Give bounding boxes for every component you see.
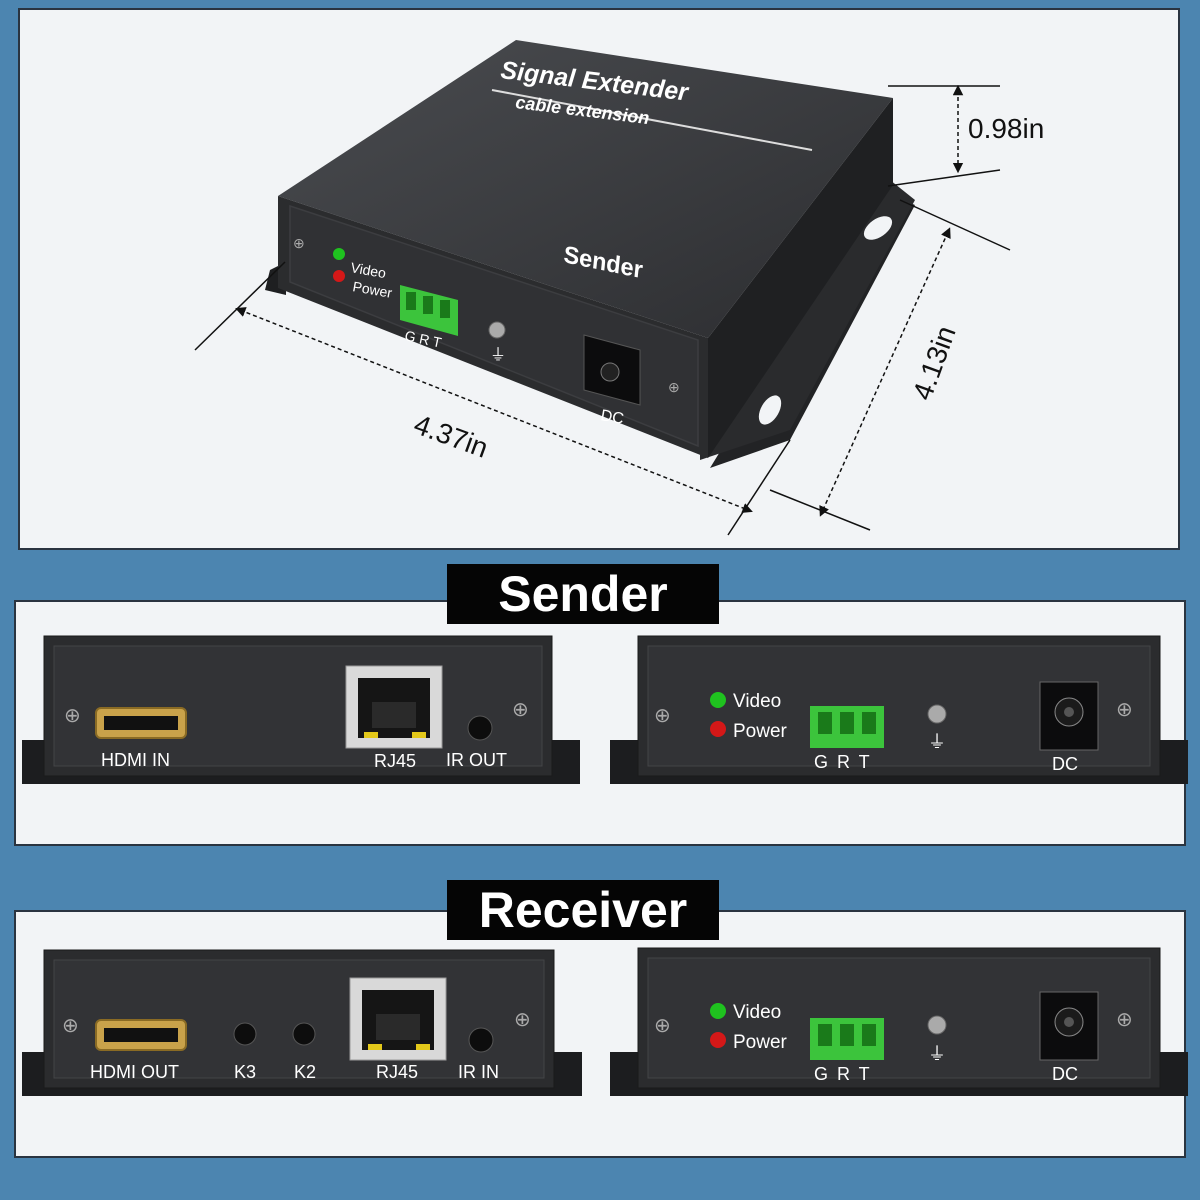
power-led-label: Power — [733, 721, 788, 742]
video-led — [710, 1003, 726, 1019]
k2-button — [292, 1022, 316, 1046]
ground-icon: ⏚ — [928, 732, 946, 752]
k2-label: K2 — [294, 1062, 316, 1082]
ground-screw — [927, 704, 947, 724]
device-top-face — [278, 40, 893, 338]
screw-icon: ⊕ — [654, 1015, 671, 1037]
height-dimension: 0.98in — [968, 113, 1044, 144]
hdmi-in-label: HDMI IN — [101, 750, 170, 770]
ground-icon: ⏚ — [928, 1044, 946, 1064]
hdmi-out-label: HDMI OUT — [90, 1062, 179, 1082]
video-led — [710, 692, 726, 708]
rj45-label: RJ45 — [374, 751, 416, 771]
sender-banner: Sender — [447, 564, 719, 624]
video-led-label: Video — [349, 259, 387, 281]
screw-icon: ⊕ — [1116, 1009, 1133, 1031]
ir-in-label: IR IN — [458, 1062, 499, 1082]
ir-out-jack — [467, 715, 493, 741]
power-led — [710, 1032, 726, 1048]
rj45-label: RJ45 — [376, 1062, 418, 1082]
video-led — [333, 248, 345, 260]
video-led-label: Video — [733, 691, 781, 712]
terminal-label: G R T — [814, 1064, 872, 1084]
screw-icon: ⊕ — [62, 1015, 79, 1037]
k3-label: K3 — [234, 1062, 256, 1082]
device-side-face — [708, 98, 893, 458]
sender-front-view: ⊕ ⊕ HDMI IN RJ45 IR OUT — [22, 635, 580, 784]
video-led-label: Video — [733, 1002, 781, 1023]
screw-icon: ⊕ — [1116, 699, 1133, 721]
terminal-label: G R T — [814, 752, 872, 772]
screw-icon: ⊕ — [64, 705, 81, 727]
power-led-label: Power — [733, 1032, 788, 1053]
screw-icon: ⊕ — [512, 699, 529, 721]
sender-back-view: ⊕ ⊕ Video Power G R T ⏚ DC — [610, 635, 1188, 784]
receiver-banner: Receiver — [447, 880, 719, 940]
receiver-back-view: ⊕ ⊕ Video Power G R T ⏚ DC — [610, 947, 1188, 1096]
ground-screw — [927, 1015, 947, 1035]
power-led-label: Power — [351, 278, 393, 301]
power-led — [710, 721, 726, 737]
ir-in-jack — [468, 1027, 494, 1053]
k3-button — [233, 1022, 257, 1046]
dc-label: DC — [1052, 754, 1078, 774]
screw-icon: ⊕ — [293, 235, 305, 251]
power-led — [333, 270, 345, 282]
screw-icon: ⊕ — [514, 1009, 531, 1031]
screw-icon: ⊕ — [654, 705, 671, 727]
receiver-front-view: ⊕ ⊕ HDMI OUT K3 K2 RJ45 IR IN — [22, 949, 582, 1096]
mounting-slot — [758, 395, 782, 425]
dc-label: DC — [1052, 1064, 1078, 1084]
ir-out-label: IR OUT — [446, 750, 507, 770]
